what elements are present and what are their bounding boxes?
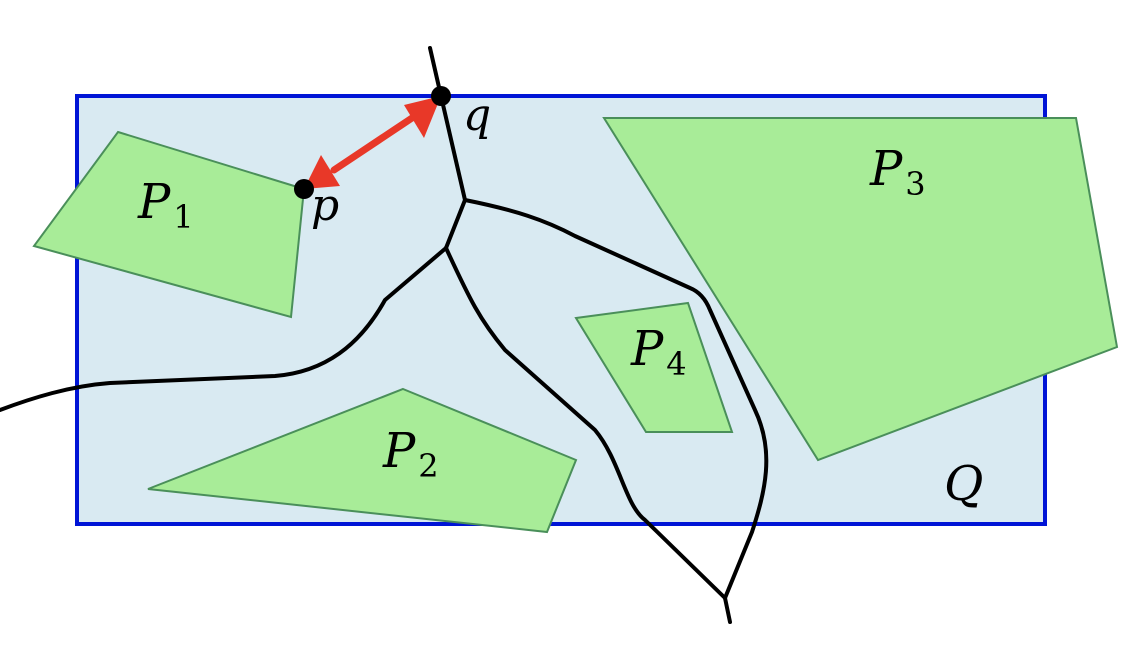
label-p2: P2 [382, 423, 439, 485]
label-region-q: Q [944, 456, 983, 512]
point-q [431, 86, 451, 106]
label-p4: P4 [630, 321, 687, 383]
distance-arrow-shaft [330, 114, 416, 174]
voronoi-edge-left [0, 246, 448, 412]
arrowhead-p-icon [304, 155, 340, 189]
voronoi-edge-middle [444, 198, 467, 250]
label-point-q: q [463, 90, 491, 141]
voronoi-edge-lower-middle [444, 246, 727, 600]
voronoi-edge-bottom-tail [723, 596, 732, 624]
polygon-p2 [147, 387, 578, 534]
label-p1: P1 [137, 174, 194, 236]
label-point-p: p [311, 180, 339, 231]
polygon-p1 [32, 130, 306, 319]
arrowhead-q-icon [404, 96, 441, 138]
label-p3: P3 [869, 141, 926, 203]
point-p [294, 179, 314, 199]
distance-arrow [304, 96, 441, 189]
polygon-p4 [574, 301, 734, 433]
voronoi-edge-upper-right [463, 198, 769, 600]
polygon-p3 [602, 117, 1119, 462]
